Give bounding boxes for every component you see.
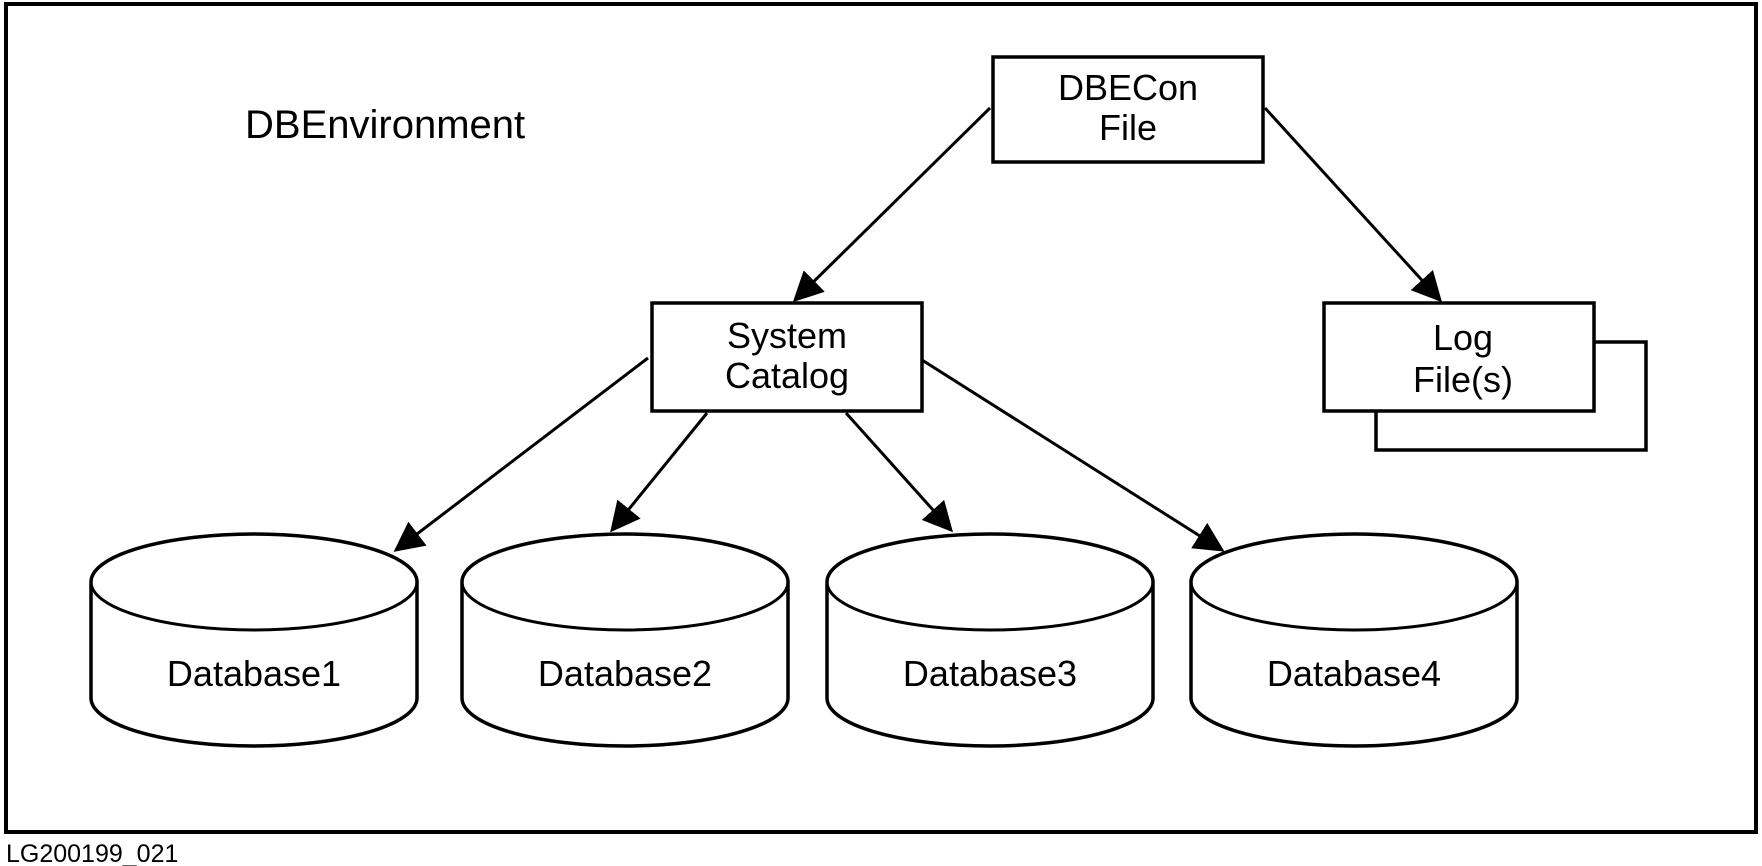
dbecon-file-box — [991, 55, 1265, 164]
database2-node: Database2 — [460, 532, 790, 748]
database3-label: Database3 — [903, 653, 1077, 694]
edge-dbecon-to-catalog — [792, 106, 992, 303]
edge-dbecon-to-log — [1263, 106, 1443, 303]
system-catalog-box — [650, 301, 924, 413]
dbecon-file-node: DBECon File — [991, 55, 1265, 164]
edge-catalog-to-database3 — [844, 411, 954, 533]
log-files-label-line2: File(s) — [1413, 359, 1513, 400]
log-file-front-box — [1322, 301, 1596, 413]
edge-catalog-to-database2 — [610, 412, 709, 533]
database1-node: Database1 — [89, 532, 419, 748]
connectors — [393, 106, 1443, 552]
database4-cylinder-rim — [1189, 581, 1519, 632]
dbecon-file-label-line1: DBECon — [1058, 67, 1198, 108]
edge-catalog-to-database1 — [393, 356, 649, 552]
log-files-node: Log File(s) — [1322, 301, 1648, 452]
database4-cylinder — [1189, 532, 1519, 748]
database2-cylinder — [460, 532, 790, 748]
environment-frame — [4, 2, 1758, 834]
edge-catalog-to-database4 — [921, 358, 1225, 552]
database1-cylinder — [89, 532, 419, 748]
database3-cylinder-rim — [825, 581, 1155, 632]
system-catalog-label-line1: System — [727, 315, 847, 356]
database2-cylinder-rim — [460, 581, 790, 632]
database2-label: Database2 — [538, 653, 712, 694]
figure-id-label: LG200199_021 — [6, 840, 178, 866]
database3-node: Database3 — [825, 532, 1155, 748]
log-files-label-line1: Log — [1433, 317, 1493, 358]
database1-cylinder-rim — [89, 581, 419, 632]
database3-cylinder — [825, 532, 1155, 748]
dbecon-file-label-line2: File — [1099, 107, 1157, 148]
system-catalog-node: System Catalog — [650, 301, 924, 413]
environment-label: DBEnvironment — [245, 103, 525, 147]
system-catalog-label-line2: Catalog — [725, 355, 849, 396]
database1-label: Database1 — [167, 653, 341, 694]
database4-node: Database4 — [1189, 532, 1519, 748]
database4-label: Database4 — [1267, 653, 1441, 694]
